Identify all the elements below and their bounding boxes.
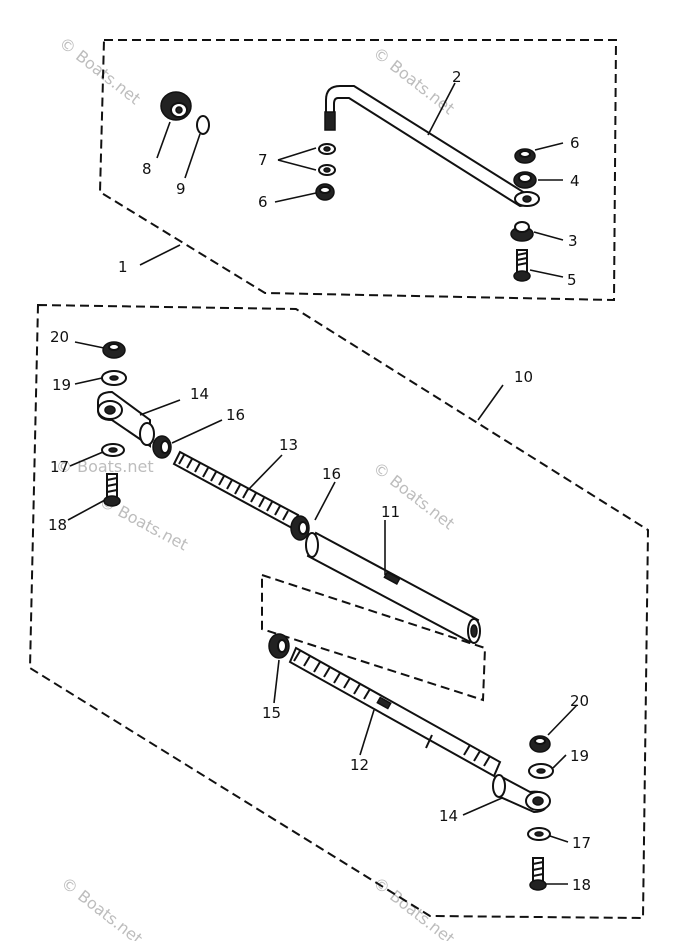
part-12-threaded-rod	[288, 646, 502, 778]
label-part-2: 2	[452, 68, 462, 86]
label-part-18-right: 18	[572, 876, 591, 894]
label-part-14-right: 14	[439, 807, 458, 825]
part-14-rod-end-left	[97, 390, 155, 448]
label-part-16-right: 16	[322, 465, 341, 483]
label-part-6-right: 6	[570, 134, 580, 152]
part-6-nut-left	[315, 183, 335, 201]
part-9-o-ring	[196, 115, 210, 135]
part-17-washer-left	[101, 443, 125, 457]
watermark: © Boats.net	[56, 33, 145, 108]
part-13-threaded-rod	[172, 450, 300, 530]
label-part-19-right: 19	[570, 747, 589, 765]
part-3-collar	[510, 221, 534, 242]
part-4-bushing	[513, 171, 537, 189]
label-part-15: 15	[262, 704, 281, 722]
label-part-10: 10	[514, 368, 533, 386]
label-part-6-left: 6	[258, 193, 268, 211]
label-part-3: 3	[568, 232, 578, 250]
label-part-17-left: 17	[50, 458, 69, 476]
label-part-19-left: 19	[52, 376, 71, 394]
part-8-nut	[160, 91, 192, 121]
part-7-washers	[318, 143, 336, 176]
label-part-4: 4	[570, 172, 580, 190]
part-2-link-rod	[324, 85, 540, 208]
label-part-8: 8	[142, 160, 152, 178]
label-part-5: 5	[567, 271, 577, 289]
assembly-10-outline	[28, 303, 650, 920]
subassembly-inner-outline	[261, 573, 487, 702]
label-part-16-left: 16	[226, 406, 245, 424]
part-14-rod-end-right	[492, 774, 551, 814]
part-5-bolt	[513, 249, 531, 282]
part-11-tube	[305, 531, 481, 644]
part-16-nut-right	[290, 515, 310, 541]
label-part-20-left: 20	[50, 328, 69, 346]
part-20-nut-right	[529, 735, 551, 753]
watermark: © Boats.net	[370, 458, 459, 533]
part-6-nut-right	[514, 148, 536, 164]
part-16-nut-left	[152, 435, 172, 459]
part-18-bolt-left	[103, 473, 121, 507]
label-part-14-left: 14	[190, 385, 209, 403]
label-part-13: 13	[279, 436, 298, 454]
label-part-12: 12	[350, 756, 369, 774]
label-part-9: 9	[176, 180, 186, 198]
assembly-1-outline	[98, 39, 618, 302]
leader-lines	[67, 82, 578, 885]
part-17-washer-right	[527, 827, 551, 841]
label-part-1: 1	[118, 258, 128, 276]
part-19-washer-left	[101, 370, 127, 386]
label-part-7: 7	[258, 151, 268, 169]
label-part-18-left: 18	[48, 516, 67, 534]
watermark: © Boats.net	[58, 873, 147, 941]
label-part-20-right: 20	[570, 692, 589, 710]
label-part-17-right: 17	[572, 834, 591, 852]
label-part-11: 11	[381, 503, 400, 521]
part-18-bolt-right	[529, 857, 547, 891]
part-20-nut-left	[102, 341, 126, 359]
part-labels: 1 2 3 4 5 6 6 7 8 9 10 11 12 13 14 14 15…	[48, 68, 591, 894]
part-19-washer-right	[528, 763, 554, 779]
part-15-nut	[268, 633, 290, 659]
